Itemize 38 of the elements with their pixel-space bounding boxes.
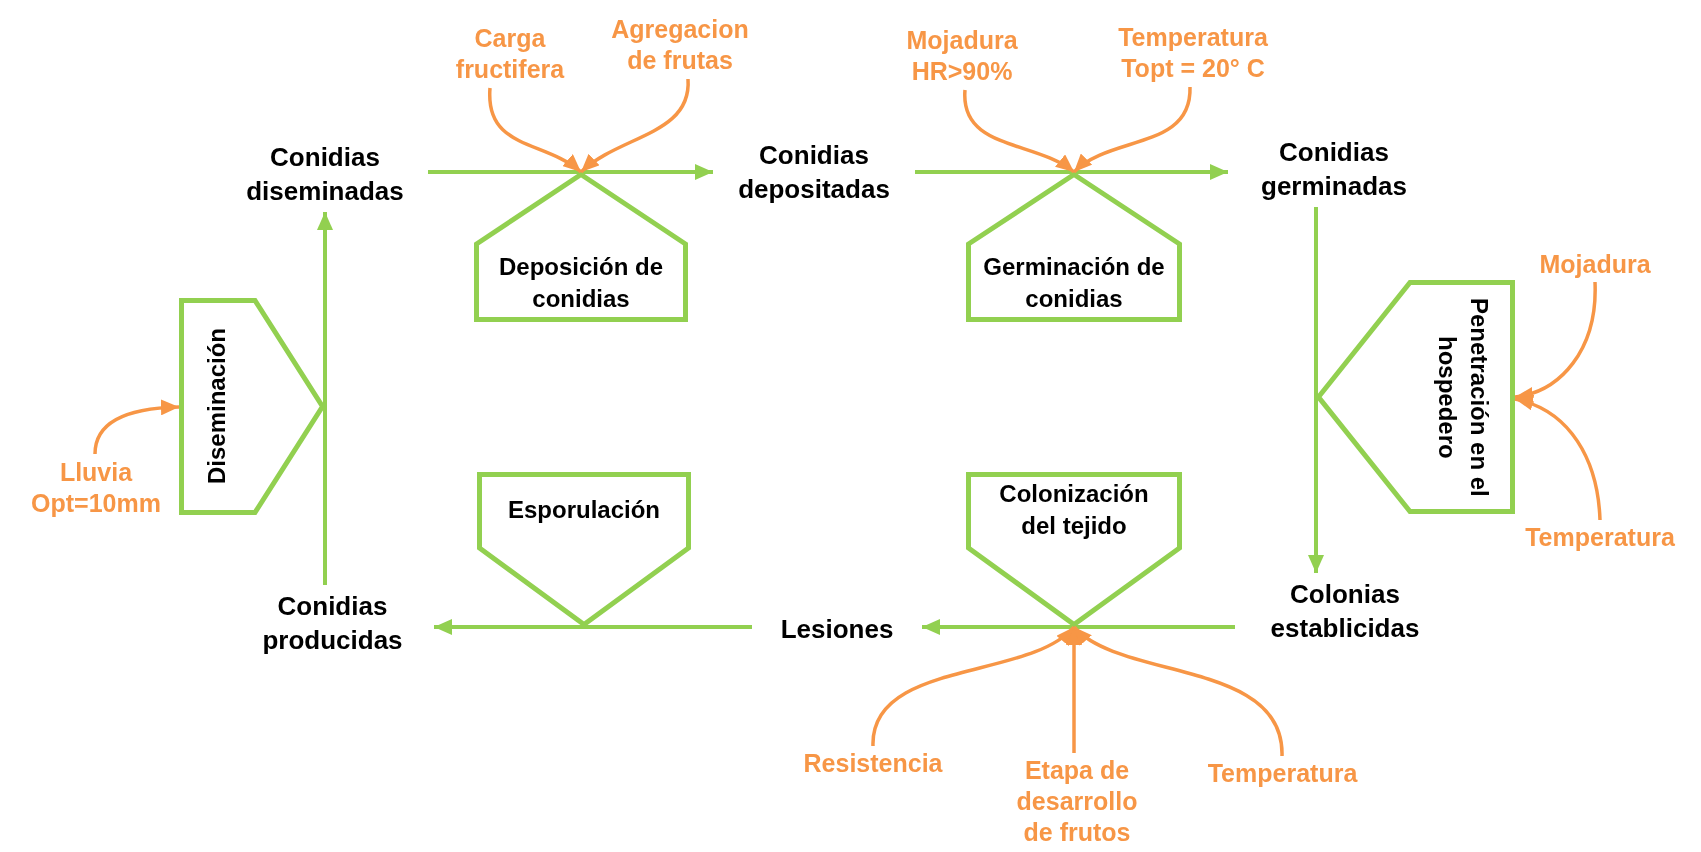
- arrow: [1514, 395, 1602, 521]
- stage-label: Lesiones: [752, 609, 922, 649]
- arrow: [317, 212, 333, 585]
- arrow: [963, 89, 1075, 174]
- arrow: [1514, 282, 1597, 402]
- factor-label: Temperatura Topt = 20° C: [1093, 19, 1293, 87]
- stage-label: Colonias establicidas: [1235, 573, 1455, 649]
- arrow: [434, 619, 752, 635]
- stage-label: Conidias producidas: [231, 585, 434, 661]
- valve-box: Penetración en el hospedero: [1316, 280, 1515, 514]
- factor-label: Resistencia: [793, 746, 953, 781]
- arrow: [922, 619, 1235, 635]
- stage-label: Conidias germinadas: [1228, 131, 1440, 207]
- arrow: [1072, 86, 1192, 174]
- valve-box: Esporulación: [477, 472, 691, 627]
- valve-box: Germinación de conidias: [966, 172, 1182, 322]
- factor-label: Temperatura: [1515, 520, 1685, 555]
- arrow: [915, 164, 1228, 180]
- valve-box: Diseminación: [179, 298, 325, 515]
- factor-label: Mojadura: [1525, 247, 1665, 282]
- factor-label: Temperatura: [1195, 756, 1370, 791]
- arrow: [579, 78, 690, 174]
- stage-label: Conidias depositadas: [713, 134, 915, 210]
- arrow: [93, 399, 180, 455]
- factor-label: Agregacion de frutas: [595, 11, 765, 79]
- arrow: [1308, 207, 1324, 573]
- valve-box: Deposición de conidias: [474, 172, 688, 322]
- factor-label: Lluvia Opt=10mm: [15, 454, 177, 522]
- arrow: [1072, 625, 1284, 757]
- factor-label: Carga fructifera: [435, 20, 585, 88]
- arrow: [488, 88, 583, 174]
- arrow: [428, 164, 713, 180]
- factor-label: Mojadura HR>90%: [887, 22, 1037, 90]
- valve-box: Colonización del tejido: [966, 472, 1182, 627]
- arrow: [871, 625, 1076, 747]
- arrow: [1066, 627, 1082, 753]
- factor-label: Etapa de desarrollo de frutos: [1002, 753, 1152, 849]
- stage-label: Conidias diseminadas: [222, 136, 428, 212]
